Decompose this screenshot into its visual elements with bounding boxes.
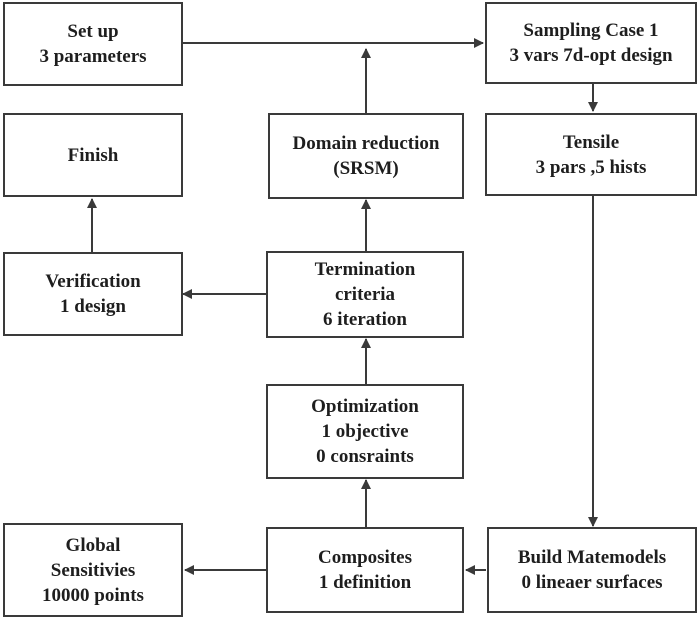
node-tensile-line-2: 3 pars ,5 hists — [535, 156, 647, 178]
node-domain-reduction: Domain reduction (SRSM) — [268, 113, 464, 199]
node-setup: Set up 3 parameters — [3, 2, 183, 86]
node-sampling-line-2: 3 vars 7d-opt design — [509, 45, 673, 66]
node-global-sensitivities: Global Sensitivies 10000 points — [3, 523, 183, 617]
node-domain-line-2: (SRSM) — [333, 158, 399, 179]
node-optimization-line-3: 0 consraints — [316, 446, 414, 467]
node-domain-line-1: Domain reduction — [292, 133, 440, 154]
node-build-line-1: Build Matemodels — [517, 547, 667, 568]
node-setup-line-1: Set up — [67, 21, 119, 42]
node-global-line-1: Global — [65, 534, 121, 556]
node-verification-line-2: 1 design — [60, 296, 126, 317]
node-optimization-line-1: Optimization — [311, 396, 419, 417]
node-build-line-2: 0 lineaer surfaces — [521, 572, 663, 593]
node-build-metamodels: Build Matemodels 0 lineaer surfaces — [487, 527, 697, 613]
node-composites-line-1: Composites — [318, 547, 412, 568]
node-termination: Termination criteria 6 iteration — [266, 251, 464, 338]
node-termination-line-1: Termination — [314, 259, 416, 280]
node-sampling-line-1: Sampling Case 1 — [523, 20, 659, 41]
node-composites-line-2: 1 definition — [318, 572, 412, 593]
node-optimization-line-2: 1 objective — [321, 421, 409, 442]
node-finish-line-1: Finish — [67, 144, 119, 166]
node-verification: Verification 1 design — [3, 252, 183, 336]
node-termination-line-2: criteria — [334, 284, 396, 305]
node-finish: Finish — [3, 113, 183, 197]
node-optimization: Optimization 1 objective 0 consraints — [266, 384, 464, 479]
node-global-line-2: Sensitivies — [50, 559, 136, 581]
node-verification-line-1: Verification — [45, 271, 141, 292]
node-termination-line-3: 6 iteration — [323, 309, 407, 330]
node-setup-line-2: 3 parameters — [39, 46, 147, 67]
node-sampling: Sampling Case 1 3 vars 7d-opt design — [485, 2, 697, 84]
node-composites: Composites 1 definition — [266, 527, 464, 613]
node-tensile: Tensile 3 pars ,5 hists — [485, 113, 697, 196]
node-global-line-3: 10000 points — [42, 584, 144, 606]
node-tensile-line-1: Tensile — [562, 131, 620, 153]
